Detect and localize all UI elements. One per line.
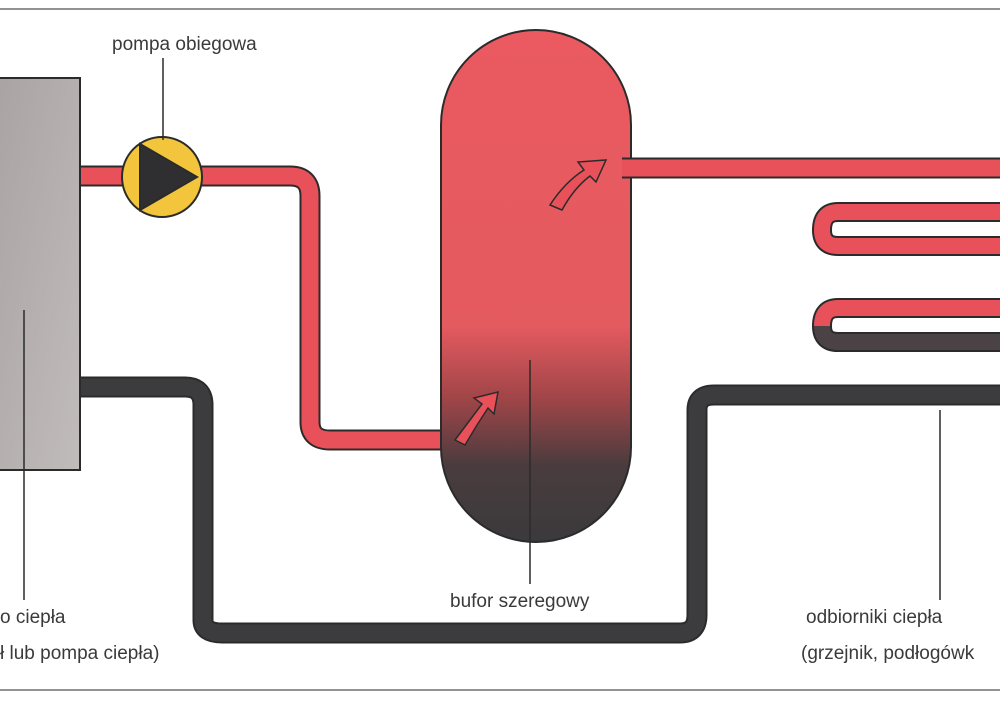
buffer-label: bufor szeregowy <box>450 591 590 612</box>
pump-label: pompa obiegowa <box>112 34 257 55</box>
buffer-tank <box>440 29 632 543</box>
heat-source-box <box>0 77 81 471</box>
heat-source-label-line1: o ciepła <box>0 607 66 628</box>
flow-arrow-lower-icon <box>453 390 499 446</box>
receivers-label-line2: (grzejnik, podłogówk <box>801 643 975 664</box>
heat-source-label-line2: ł lub pompa ciepła) <box>0 643 160 664</box>
flow-arrow-upper-icon <box>548 159 608 211</box>
receivers-label-line1: odbiorniki ciepła <box>806 607 943 628</box>
circulation-pump-icon <box>121 136 203 218</box>
receiver-coil-lower <box>814 300 1000 327</box>
hot-pipe-pump-to-buffer <box>195 165 445 451</box>
